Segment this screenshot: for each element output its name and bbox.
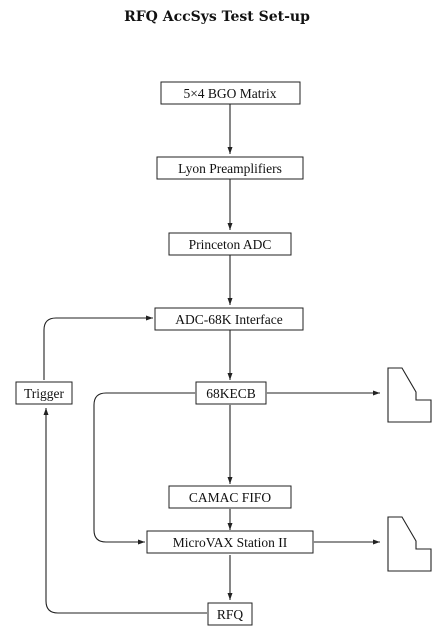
node-vax-label: MicroVAX Station II	[173, 535, 288, 550]
node-adc-label: Princeton ADC	[189, 237, 272, 252]
arrow-trigger-to-interface	[43, 315, 153, 380]
node-adc-68k-interface: ADC-68K Interface	[154, 307, 304, 331]
node-rfq-label: RFQ	[217, 607, 244, 622]
node-trigger: Trigger	[15, 381, 73, 405]
arrow-rfq-to-trigger	[43, 408, 207, 614]
node-lyon-label: Lyon Preamplifiers	[178, 161, 282, 176]
node-bgo-label: 5×4 BGO Matrix	[183, 86, 276, 101]
node-microvax: MicroVAX Station II	[146, 530, 314, 554]
node-fifo-label: CAMAC FIFO	[189, 490, 271, 505]
node-ecb-label: 68KECB	[206, 386, 256, 401]
node-princeton-adc: Princeton ADC	[168, 232, 292, 256]
node-interface-label: ADC-68K Interface	[175, 312, 283, 327]
arrow-ecb-vax-loop	[93, 390, 202, 545]
node-lyon-preamplifiers: Lyon Preamplifiers	[156, 156, 304, 180]
diagram-title: RFQ AccSys Test Set-up	[124, 9, 310, 25]
node-camac-fifo: CAMAC FIFO	[168, 485, 292, 509]
node-rfq: RFQ	[207, 602, 253, 626]
node-bgo-matrix: 5×4 BGO Matrix	[160, 81, 301, 105]
node-trigger-label: Trigger	[24, 386, 65, 401]
terminal-icon	[387, 516, 432, 572]
terminal-icon	[387, 367, 432, 423]
node-68kecb: 68KECB	[195, 381, 267, 405]
